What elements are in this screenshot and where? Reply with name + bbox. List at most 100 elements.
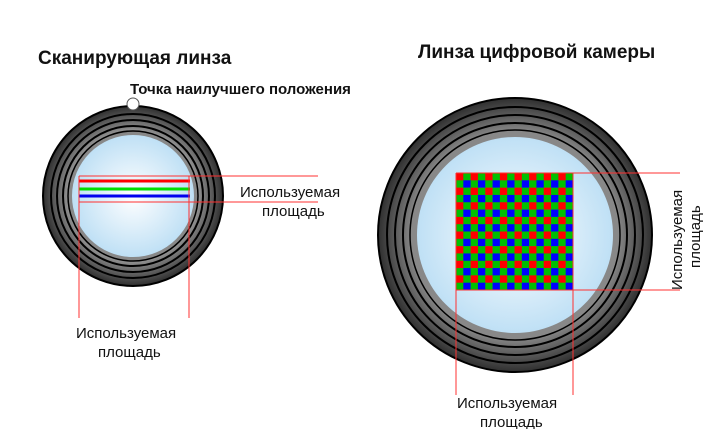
sensor-pixel xyxy=(514,238,523,247)
sensor-pixel xyxy=(529,231,537,240)
sensor-pixel xyxy=(470,268,479,276)
sensor-pixel xyxy=(507,194,515,203)
sensor-pixel xyxy=(477,180,486,188)
sensor-pixel xyxy=(492,238,501,247)
sensor-pixel xyxy=(456,209,464,218)
sensor-pixel xyxy=(485,231,493,240)
sensor-pixel xyxy=(558,194,566,203)
sensor-pixel xyxy=(529,209,537,218)
sensor-pixel xyxy=(521,187,530,196)
sensor-pixel xyxy=(565,180,574,188)
sensor-pixel xyxy=(456,216,464,225)
sensor-pixel xyxy=(485,209,493,218)
sensor-pixel xyxy=(463,209,471,218)
sensor-pixel xyxy=(492,209,501,218)
sensor-pixel xyxy=(514,253,523,262)
sensor-pixel xyxy=(529,275,537,283)
sensor-pixel xyxy=(565,216,574,225)
sensor-pixel xyxy=(463,180,471,188)
sensor-pixel xyxy=(514,194,523,203)
sensor-pixel xyxy=(558,260,566,269)
sensor-pixel xyxy=(507,275,515,283)
sensor-pixel xyxy=(470,282,479,291)
sensor-pixel xyxy=(514,209,523,218)
sensor-pixel xyxy=(543,202,552,210)
sensor-pixel xyxy=(521,202,530,210)
sensor-pixel xyxy=(536,173,545,181)
sensor-pixel xyxy=(470,209,479,218)
sensor-pixel xyxy=(551,209,559,218)
sensor-pixel xyxy=(470,194,479,203)
sensor-pixel xyxy=(558,216,566,225)
sensor-pixel xyxy=(529,238,537,247)
sensor-pixel xyxy=(529,173,537,181)
sensor-pixel xyxy=(551,275,559,283)
right-title: Линза цифровой камеры xyxy=(418,42,655,63)
sensor-pixel xyxy=(521,194,530,203)
sensor-pixel xyxy=(536,253,545,262)
sensor-pixel xyxy=(485,275,493,283)
sensor-pixel xyxy=(521,224,530,232)
sensor-pixel xyxy=(485,282,493,291)
sensor-pixel xyxy=(551,282,559,291)
sensor-pixel xyxy=(492,246,501,254)
sensor-pixel xyxy=(514,202,523,210)
sensor-pixel xyxy=(536,238,545,247)
sensor-pixel xyxy=(536,187,545,196)
sensor-pixel xyxy=(470,253,479,262)
sensor-pixel xyxy=(507,253,515,262)
sensor-pixel xyxy=(521,282,530,291)
sensor-pixel xyxy=(536,194,545,203)
sensor-pixel xyxy=(499,202,508,210)
sensor-pixel xyxy=(507,216,515,225)
sensor-pixel xyxy=(456,275,464,283)
sensor-pixel xyxy=(551,268,559,276)
sensor-pixel xyxy=(558,224,566,232)
sensor-pixel xyxy=(477,231,486,240)
sensor-pixel xyxy=(565,194,574,203)
sensor-pixel xyxy=(463,194,471,203)
left-area-label-right-1: Используемая xyxy=(240,184,340,201)
sensor-pixel xyxy=(492,187,501,196)
sensor-pixel xyxy=(507,246,515,254)
sensor-pixel xyxy=(456,260,464,269)
sensor-pixel xyxy=(551,202,559,210)
sensor-pixel xyxy=(558,231,566,240)
sensor-pixel xyxy=(543,246,552,254)
sensor-pixel xyxy=(558,246,566,254)
sensor-pixel xyxy=(529,202,537,210)
sensor-pixel xyxy=(499,180,508,188)
sensor-pixel xyxy=(477,275,486,283)
sensor-pixel xyxy=(477,202,486,210)
sensor-pixel xyxy=(477,282,486,291)
sensor-pixel xyxy=(536,275,545,283)
sensor-pixel xyxy=(543,231,552,240)
sensor-pixel xyxy=(492,253,501,262)
sensor-pixel xyxy=(529,224,537,232)
sensor-pixel xyxy=(536,282,545,291)
sensor-pixel xyxy=(565,268,574,276)
sensor-pixel xyxy=(565,246,574,254)
sensor-pixel xyxy=(477,224,486,232)
sensor-pixel xyxy=(521,246,530,254)
sensor-pixel xyxy=(470,216,479,225)
right-area-label-bottom-1: Используемая xyxy=(457,395,557,412)
sensor-pixel xyxy=(507,187,515,196)
sensor-pixel xyxy=(492,275,501,283)
sensor-pixel xyxy=(551,238,559,247)
sensor-pixel xyxy=(529,268,537,276)
sensor-pixel xyxy=(558,180,566,188)
sensor-pixel xyxy=(558,202,566,210)
sensor-pixel xyxy=(485,180,493,188)
sensor-pixel xyxy=(463,275,471,283)
sensor-pixel xyxy=(514,180,523,188)
sensor-pixel xyxy=(470,246,479,254)
sensor-pixel xyxy=(492,180,501,188)
sensor-pixel xyxy=(543,253,552,262)
sensor-pixel xyxy=(470,231,479,240)
sensor-pixel xyxy=(536,246,545,254)
sensor-pixel xyxy=(456,194,464,203)
sensor-pixel xyxy=(543,173,552,181)
sensor-pixel xyxy=(485,268,493,276)
